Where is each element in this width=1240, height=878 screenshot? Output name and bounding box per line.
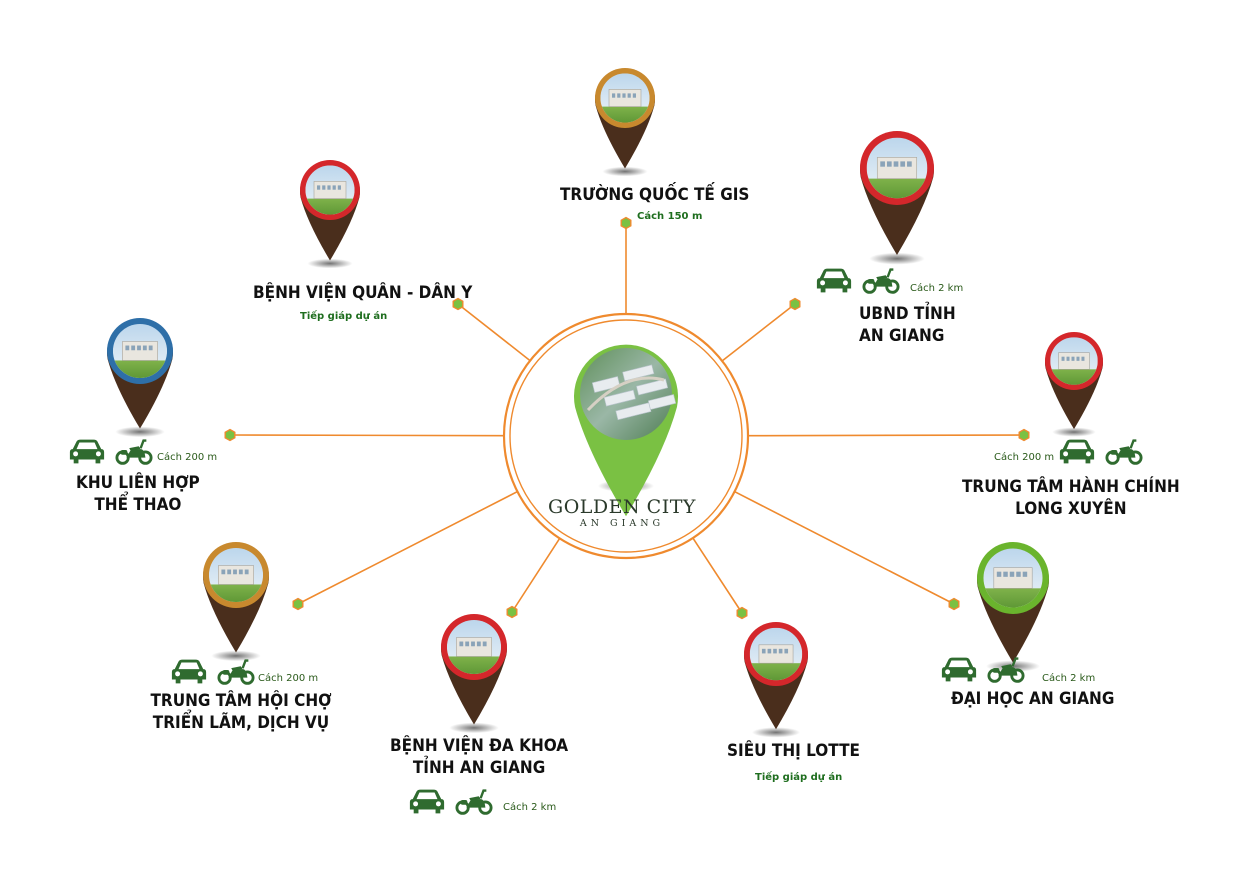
location-name-line: TỈNH AN GIANG xyxy=(412,758,546,778)
motorbike-icon xyxy=(862,268,900,294)
motorbike-icon xyxy=(217,659,255,685)
motorbike-icon xyxy=(115,439,153,465)
car-icon xyxy=(816,268,852,293)
location-name-line: LONG XUYÊN xyxy=(1015,499,1127,519)
location-name-truong-quoc-te-gis: TRƯỜNG QUỐC TẾ GIS xyxy=(560,184,749,206)
aerial-building-block xyxy=(603,389,636,407)
location-photo xyxy=(305,165,355,215)
connector-line xyxy=(229,434,510,437)
distance-label-dai-hoc-an-giang: Cách 2 km xyxy=(1042,673,1096,684)
distance-label-trung-tam-hanh-chinh-long-xuyen: Cách 200 m xyxy=(994,452,1055,463)
location-photo xyxy=(112,323,168,379)
map-pin-benh-vien-quan-dan-y xyxy=(300,160,360,269)
aerial-building-block xyxy=(636,378,669,396)
location-name-line: BỆNH VIỆN QUÂN - DÂN Y xyxy=(253,283,473,303)
project-logo: GOLDEN CITY AN GIANG xyxy=(547,496,697,530)
location-photo xyxy=(866,137,928,199)
brand-subtitle: AN GIANG xyxy=(579,518,665,529)
connector-line xyxy=(457,303,535,365)
connector-endpoint-hexagon xyxy=(506,605,518,619)
location-name-line: SIÊU THỊ LOTTE xyxy=(727,741,860,761)
location-photo xyxy=(749,627,803,681)
distance-label-truong-quoc-te-gis: Cách 150 m xyxy=(637,211,703,222)
location-photo xyxy=(600,73,650,123)
connector-line xyxy=(729,488,955,605)
location-photo xyxy=(983,548,1043,608)
location-name-line: TRƯỜNG QUỐC TẾ GIS xyxy=(560,185,750,205)
map-pin-trung-tam-hanh-chinh-long-xuyen xyxy=(1045,332,1103,437)
pin-shadow xyxy=(449,722,499,734)
pin-shadow xyxy=(1052,427,1096,437)
car-icon xyxy=(69,439,105,464)
location-name-line: THỂ THAO xyxy=(94,495,182,515)
pin-shadow xyxy=(602,166,648,177)
connector-endpoint-hexagon xyxy=(789,297,801,311)
connector-endpoint-hexagon xyxy=(224,428,236,442)
map-pin-sieu-thi-lotte xyxy=(744,622,808,738)
aerial-road xyxy=(586,376,665,412)
location-name-line: UBND TỈNH xyxy=(859,304,956,324)
location-name-benh-vien-quan-dan-y: BỆNH VIỆN QUÂN - DÂN Y xyxy=(253,282,472,304)
car-icon xyxy=(1059,439,1095,464)
location-pins xyxy=(107,68,1103,738)
distance-label-khu-lien-hop-the-thao: Cách 200 m xyxy=(157,452,218,463)
pin-shadow xyxy=(115,426,165,438)
map-pin-trung-tam-hoi-cho xyxy=(203,542,269,662)
pin-shadow xyxy=(211,650,261,662)
location-name-line: KHU LIÊN HỢP xyxy=(76,473,200,493)
distance-label-benh-vien-quan-dan-y: Tiếp giáp dự án xyxy=(300,311,388,322)
map-pin-dai-hoc-an-giang xyxy=(977,542,1049,672)
connector-endpoint-hexagon xyxy=(620,216,632,230)
brand-name: GOLDEN CITY xyxy=(548,496,696,518)
motorbike-icon xyxy=(455,789,493,815)
connector-line xyxy=(297,488,523,605)
distance-label-sieu-thi-lotte: Tiếp giáp dự án xyxy=(755,772,843,783)
connector-line xyxy=(689,533,743,614)
location-name-line: ĐẠI HỌC AN GIANG xyxy=(951,689,1115,709)
pin-shadow xyxy=(869,252,925,265)
connector-endpoint-hexagon xyxy=(292,597,304,611)
connector-endpoint-hexagon xyxy=(948,597,960,611)
center-ring-inner xyxy=(509,319,743,553)
distance-label-benh-vien-da-khoa: Cách 2 km xyxy=(503,802,557,813)
distance-label-ubnd-tinh-an-giang: Cách 2 km xyxy=(910,283,964,294)
connector-line xyxy=(742,434,1025,437)
aerial-building-block xyxy=(647,394,677,410)
car-icon xyxy=(409,789,445,814)
location-name-sieu-thi-lotte: SIÊU THỊ LOTTE xyxy=(727,740,860,762)
aerial-building-block xyxy=(591,376,621,393)
distance-label-trung-tam-hoi-cho: Cách 200 m xyxy=(258,673,319,684)
location-name-line: BỆNH VIỆN ĐA KHOA xyxy=(390,736,569,756)
car-icon xyxy=(171,659,207,684)
pin-shadow xyxy=(307,258,353,269)
map-pin-ubnd-tinh-an-giang xyxy=(860,131,935,265)
connector-endpoint-hexagon xyxy=(452,297,464,311)
pin-shadow xyxy=(752,727,800,738)
location-name-dai-hoc-an-giang: ĐẠI HỌC AN GIANG xyxy=(951,688,1114,710)
location-name-line: AN GIANG xyxy=(859,326,945,346)
location-name-line: TRUNG TÂM HỘI CHỢ xyxy=(150,691,332,711)
location-name-line: TRIỂN LÃM, DỊCH VỤ xyxy=(152,713,330,733)
connector-line xyxy=(511,533,564,613)
connector-line xyxy=(717,303,796,365)
map-pin-benh-vien-da-khoa xyxy=(441,614,507,734)
connector-lines xyxy=(224,216,1030,620)
connector-endpoint-hexagon xyxy=(736,606,748,620)
location-name-line: TRUNG TÂM HÀNH CHÍNH xyxy=(962,477,1180,497)
location-photo xyxy=(446,619,502,675)
car-icon xyxy=(941,657,977,682)
map-pin-khu-lien-hop-the-thao xyxy=(107,318,173,438)
location-photo xyxy=(208,547,264,603)
motorbike-icon xyxy=(1105,439,1143,465)
connector-endpoint-hexagon xyxy=(1018,428,1030,442)
map-pin-truong-quoc-te-gis xyxy=(595,68,655,177)
location-photo xyxy=(1050,337,1098,385)
center-emblem xyxy=(502,312,750,560)
